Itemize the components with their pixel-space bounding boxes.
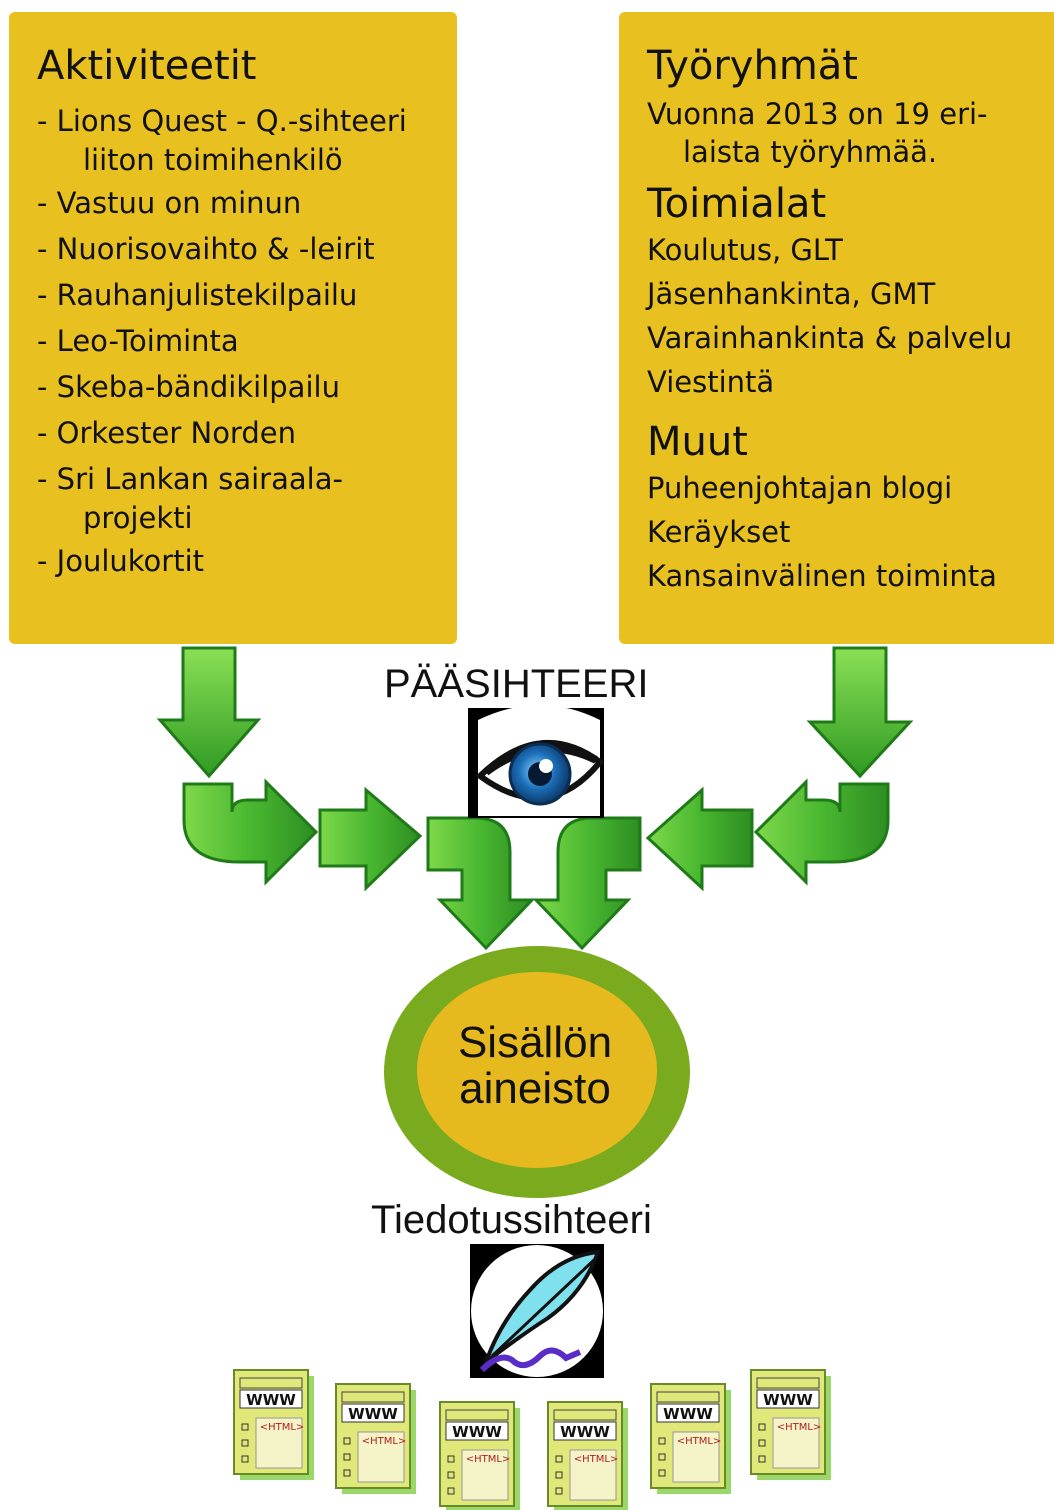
web-page-icons: WWW <HTML> WWW <HTML> WWW <HTML> WWW <HTML> WWW <…	[233, 1369, 831, 1510]
workgroups-text-line1: Vuonna 2013 on 19 eri-	[647, 97, 988, 131]
activity-item-text: - Rauhanjulistekilpailu	[37, 278, 358, 312]
workgroups-title: Työryhmät	[647, 43, 858, 89]
content-circle-text: Sisällön aineisto	[440, 1020, 630, 1112]
other-item: Kansainvälinen toiminta	[647, 559, 997, 593]
left-curved-down-arrow	[426, 816, 536, 951]
activity-item-text: - Skeba-bändikilpailu	[37, 370, 340, 404]
right-down-arrow	[806, 646, 914, 779]
www-text: WWW	[246, 1391, 296, 1409]
fields-list: Koulutus, GLT Jäsenhankinta, GMT Varainhan…	[647, 228, 1054, 404]
workgroups-text: Vuonna 2013 on 19 eri- laista työryhmää.	[647, 92, 1054, 172]
activity-item-text: - Lions Quest - Q.-sihteeri	[37, 104, 407, 138]
left-curved-arrow	[182, 778, 319, 886]
fields-title: Toimialat	[647, 181, 827, 227]
activity-item: - Leo-Toiminta	[37, 318, 457, 364]
activity-item-continuation: projekti	[83, 501, 193, 535]
editor-label: Tiedotussihteeri	[371, 1198, 652, 1242]
web-page-icon: WWW <HTML>	[335, 1383, 416, 1494]
html-text: <HTML>	[362, 1436, 407, 1447]
right-left-arrow	[645, 786, 754, 892]
activity-item: - Rauhanjulistekilpailu	[37, 272, 457, 318]
field-item: Viestintä	[647, 365, 775, 399]
workgroups-text-line2: laista työryhmää.	[683, 135, 938, 169]
web-page-icon: WWW <HTML>	[547, 1401, 628, 1510]
quill-pen-icon	[470, 1244, 604, 1378]
activity-item: - Sri Lankan sairaala-projekti	[37, 456, 457, 538]
www-text: WWW	[560, 1423, 610, 1441]
field-item: Varainhankinta & palvelu	[647, 321, 1013, 355]
www-text: WWW	[763, 1391, 813, 1409]
workgroups-box: Työryhmät Vuonna 2013 on 19 eri- laista …	[619, 12, 1054, 644]
chief-secretary-label: PÄÄSIHTEERI	[384, 662, 649, 706]
content-circle-line1: Sisällön	[457, 1018, 613, 1067]
www-text: WWW	[663, 1405, 713, 1423]
field-item: Koulutus, GLT	[647, 233, 843, 267]
content-circle-line2: aineisto	[459, 1064, 611, 1113]
eye-icon	[468, 705, 605, 818]
html-text: <HTML>	[466, 1454, 511, 1465]
left-right-arrow	[318, 786, 423, 892]
activity-item: - Orkester Norden	[37, 410, 457, 456]
activity-item-text: - Vastuu on minun	[37, 186, 302, 220]
html-text: <HTML>	[677, 1436, 722, 1447]
activity-item-text: - Orkester Norden	[37, 416, 296, 450]
activities-list: - Lions Quest - Q.-sihteeri liiton toimih…	[37, 98, 457, 584]
html-text: <HTML>	[777, 1422, 822, 1433]
activities-box: Aktiviteetit - Lions Quest - Q.-sihteeri…	[9, 12, 457, 644]
web-page-icon: WWW <HTML>	[750, 1369, 831, 1480]
activity-item: - Joulukortit	[37, 538, 457, 584]
left-down-arrow	[156, 646, 262, 779]
activity-item-text: - Joulukortit	[37, 544, 205, 578]
web-page-icon: WWW <HTML>	[439, 1401, 520, 1510]
www-text: WWW	[348, 1405, 398, 1423]
right-curved-arrow	[753, 778, 890, 886]
activity-item-text: - Nuorisovaihto & -leirit	[37, 232, 375, 266]
other-item: Keräykset	[647, 515, 791, 549]
html-text: <HTML>	[574, 1454, 619, 1465]
html-text: <HTML>	[260, 1422, 305, 1433]
web-page-icon: WWW <HTML>	[650, 1383, 731, 1494]
other-title: Muut	[647, 419, 748, 465]
other-item: Puheenjohtajan blogi	[647, 471, 953, 505]
field-item: Jäsenhankinta, GMT	[647, 277, 936, 311]
activity-item: - Nuorisovaihto & -leirit	[37, 226, 457, 272]
activities-title: Aktiviteetit	[37, 43, 257, 89]
right-curved-down-arrow	[532, 816, 642, 951]
activity-item-text: - Sri Lankan sairaala-	[37, 462, 343, 496]
activity-item: - Vastuu on minun	[37, 180, 457, 226]
activity-item-text: - Leo-Toiminta	[37, 324, 239, 358]
activity-item: - Lions Quest - Q.-sihteeri liiton toimih…	[37, 98, 457, 180]
www-text: WWW	[452, 1423, 502, 1441]
activity-item-continuation: liiton toimihenkilö	[83, 143, 343, 177]
content-circle	[384, 946, 690, 1198]
web-page-icon: WWW <HTML>	[233, 1369, 314, 1480]
activity-item: - Skeba-bändikilpailu	[37, 364, 457, 410]
